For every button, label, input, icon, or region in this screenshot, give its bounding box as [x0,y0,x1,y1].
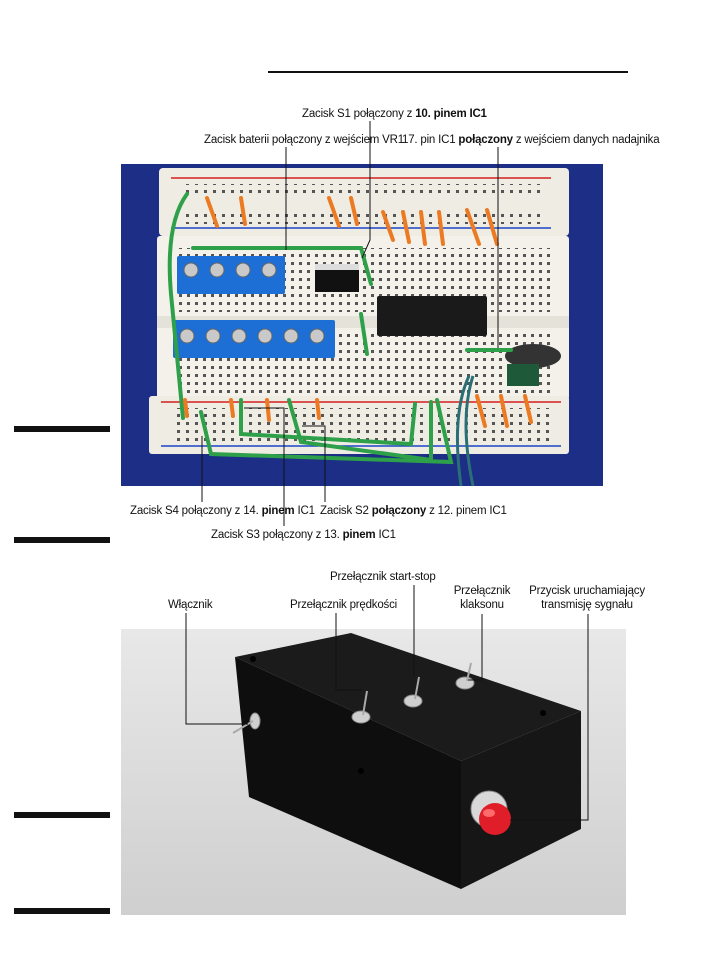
callout-startstop-switch: Przełącznik start-stop [330,571,436,583]
callout-speed-switch: Przełącznik prędkości [290,599,398,611]
margin-bar [14,908,110,914]
breadboard-photo [121,164,603,486]
enclosure-photo [121,629,626,915]
callout-s2: Zacisk S2 połączony z 12. pinem IC1 [320,505,507,517]
breadboard-illustration [121,164,603,486]
margin-bar [14,537,110,543]
callout-battery: Zacisk baterii połączony z wejściem VR1 [204,134,404,146]
callout-s1: Zacisk S1 połączony z 10. pinem IC1 [302,108,487,120]
header-rule [268,71,628,73]
callout-s3: Zacisk S3 połączony z 13. pinem IC1 [211,529,396,541]
enclosure-illustration [121,629,626,915]
callout-s4: Zacisk S4 połączony z 14. pinem IC1 [130,505,315,517]
margin-bar [14,812,110,818]
callout-pin17: 17. pin IC1 połączony z wejściem danych … [402,134,660,146]
callout-power-switch: Włącznik [168,599,213,611]
margin-bar [14,426,110,432]
